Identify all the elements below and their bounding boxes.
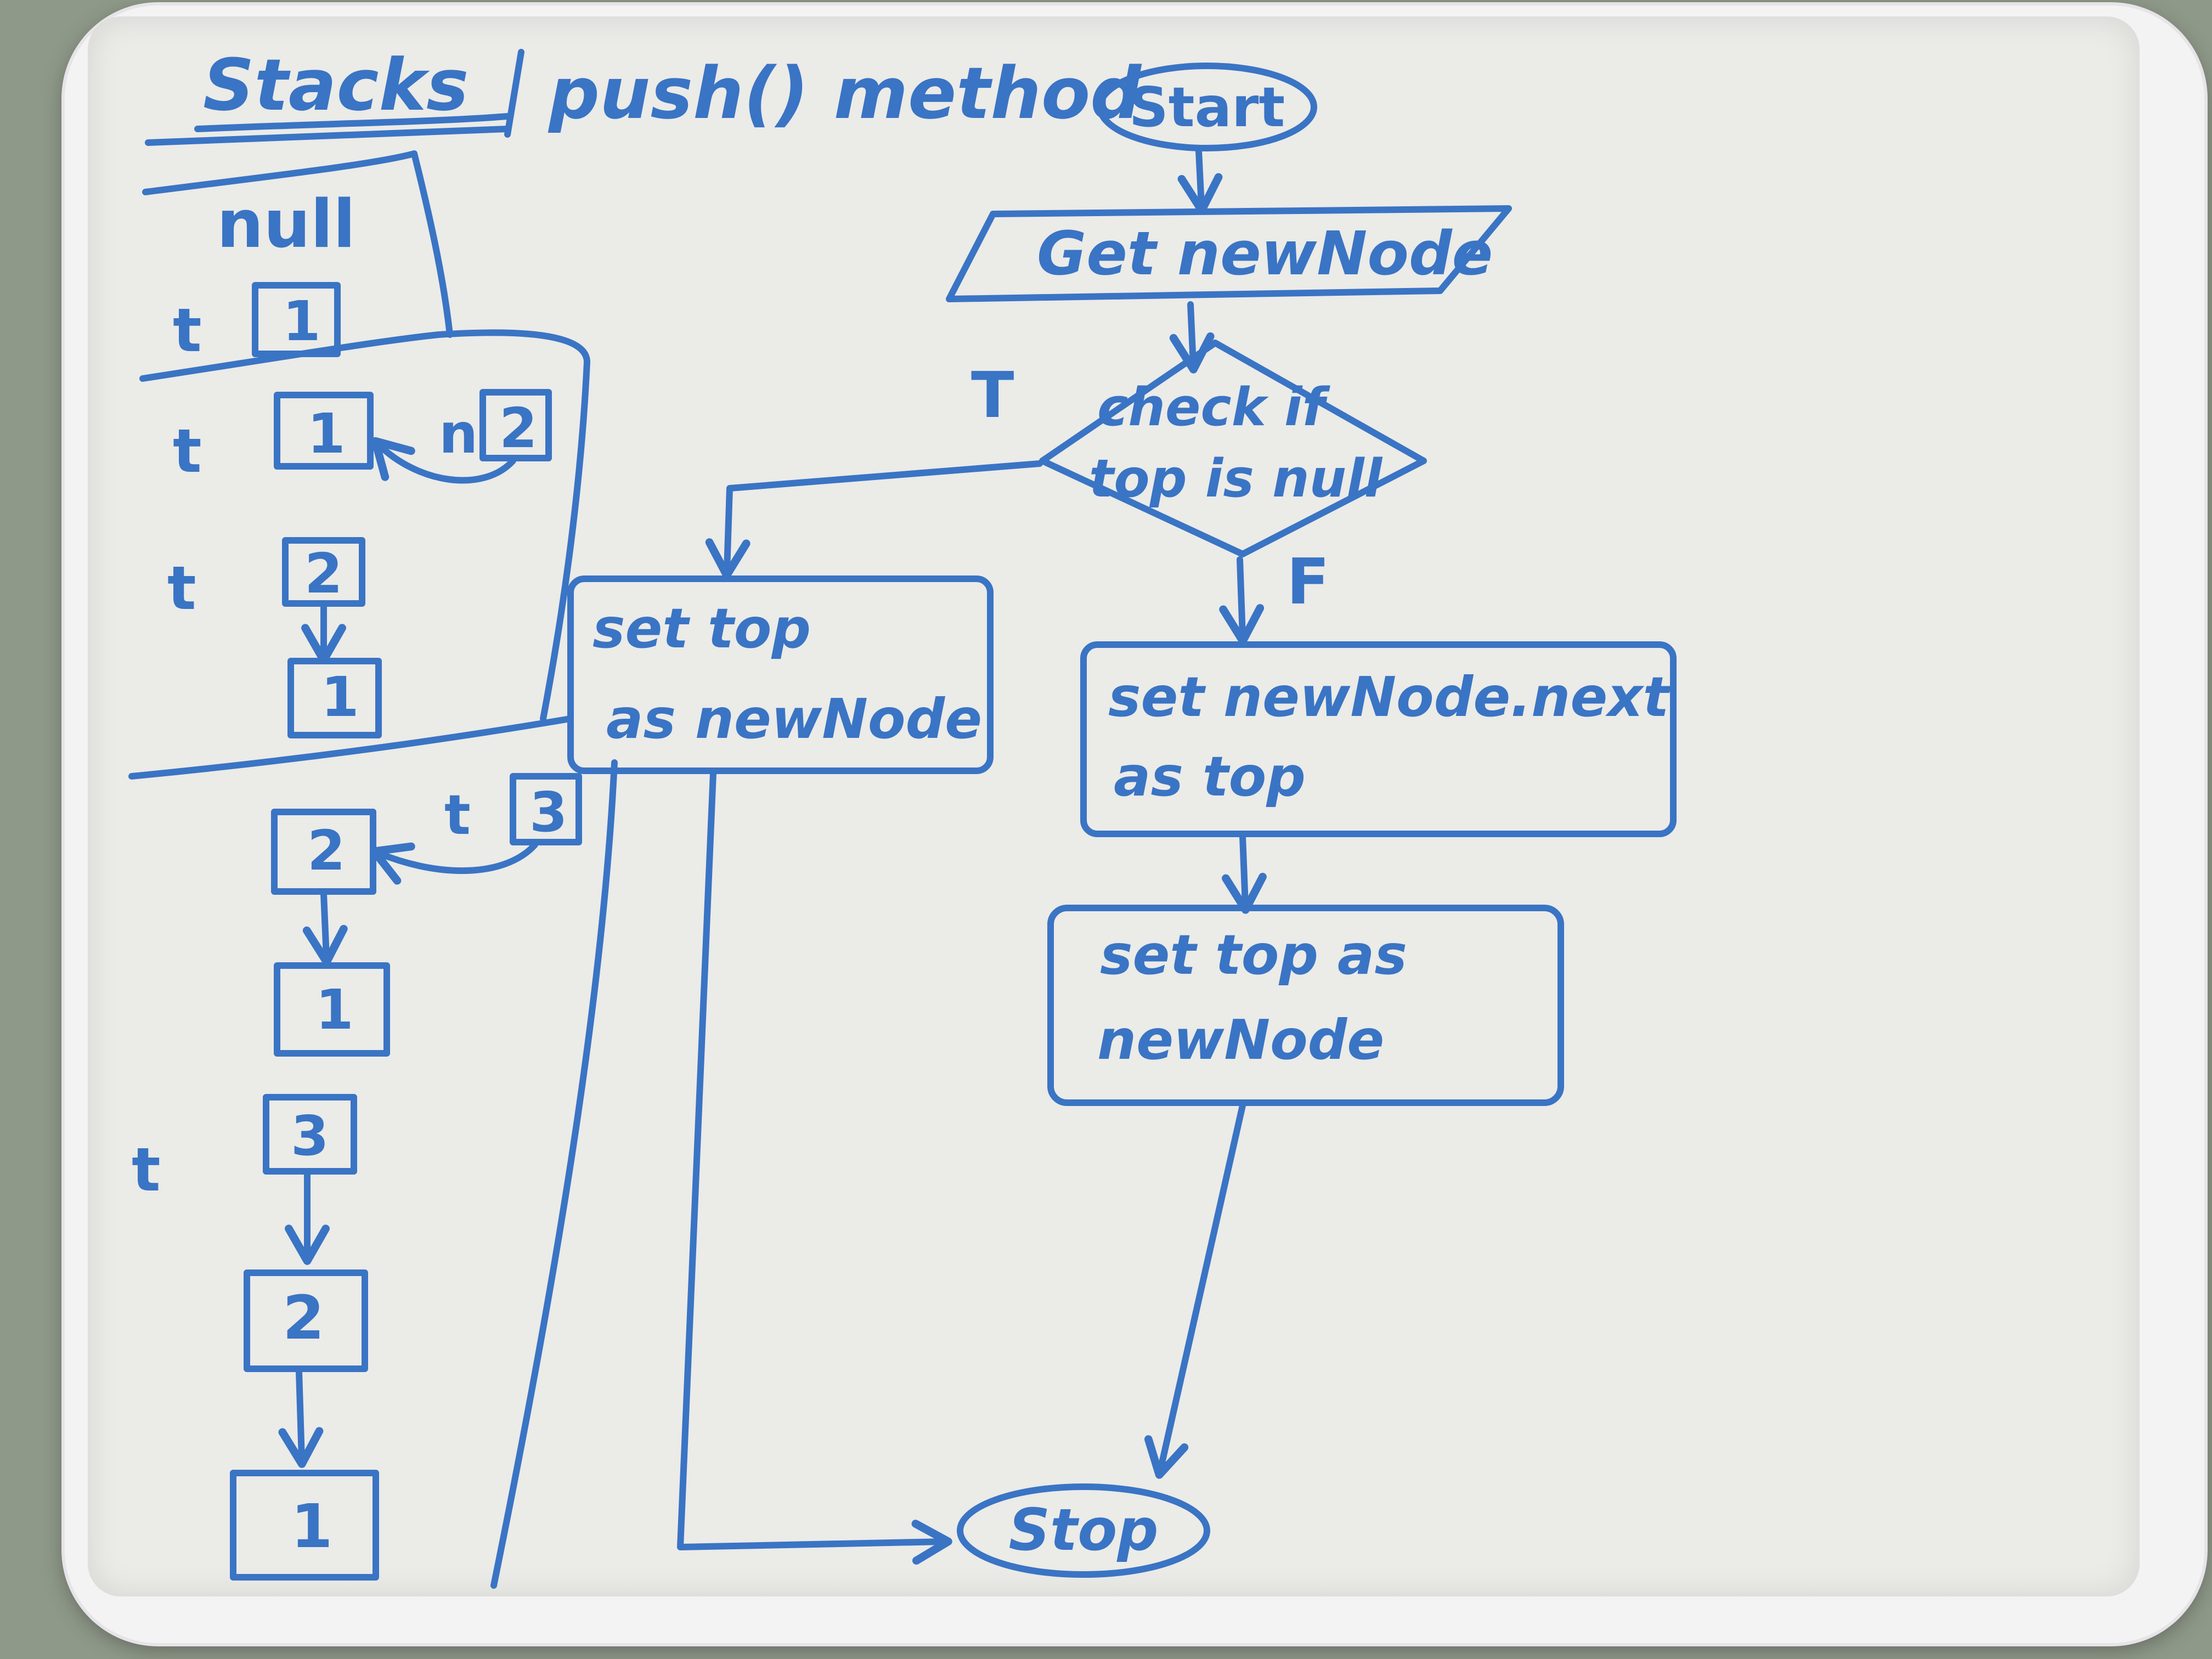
region-state1-border: [142, 150, 453, 338]
page-subtitle: push() method: [548, 52, 1142, 135]
stack-node-label: 2: [307, 819, 346, 883]
new-pointer-label: t: [444, 783, 471, 847]
stack-node-label: 1: [283, 289, 321, 353]
false-branch-label: F: [1286, 545, 1330, 619]
stack-node-box: [510, 773, 582, 845]
flowchart: Start Get newNode check if top is null T…: [567, 63, 1677, 1578]
stack-node-label: 3: [529, 780, 568, 844]
stack-node-label: 3: [291, 1104, 329, 1168]
region-line-title: [145, 126, 511, 146]
stack-node-label: 2: [499, 396, 538, 460]
stack-node-box: [252, 282, 341, 357]
stack-node-box: [244, 1269, 368, 1372]
false-action2-line1: set top as: [1100, 923, 1407, 987]
start-label: Start: [1129, 75, 1285, 139]
top-pointer-label: t: [173, 416, 202, 486]
next-link-arrow: [371, 437, 516, 484]
decision-label-line2: top is null: [1089, 449, 1383, 509]
false-action1-line2: as top: [1114, 744, 1306, 809]
input-parallelogram: [946, 205, 1512, 302]
true-action-box: [567, 575, 994, 774]
region-state4-border: [490, 759, 618, 1589]
null-label: null: [217, 187, 356, 263]
region-state3-border: [128, 715, 574, 780]
stack-state-3: t 2 1: [167, 537, 382, 738]
stack-node-label: 2: [283, 1283, 325, 1353]
flow-arrow: [1222, 833, 1267, 914]
stack-state-4: t 3 2 1: [271, 773, 582, 1057]
true-action-line2: as newNode: [606, 687, 982, 751]
stop-terminal: [957, 1483, 1210, 1578]
stack-state-5: t 3 2 1: [132, 1094, 379, 1581]
decision-label-line1: check if: [1097, 377, 1331, 438]
next-link-arrow: [302, 891, 348, 966]
title-separator: [504, 49, 524, 138]
stack-node-box: [287, 658, 382, 738]
stack-node-label: 1: [315, 978, 354, 1042]
stack-node-box: [479, 389, 552, 461]
stack-state-1: null t 1: [173, 187, 356, 365]
stack-node-label: 1: [321, 665, 359, 729]
stack-node-box: [230, 1470, 379, 1581]
stack-node-box: [274, 392, 374, 470]
stack-node-box: [263, 1094, 357, 1175]
next-link-arrow: [370, 842, 538, 885]
stack-node-label: 2: [304, 541, 343, 606]
false-action2-line2: newNode: [1097, 1008, 1384, 1072]
stop-label: Stop: [1008, 1497, 1158, 1564]
page-title: Stacks: [203, 43, 469, 127]
stack-state-2: t 1 n 2: [173, 389, 552, 486]
stack-node-label: 1: [307, 402, 346, 466]
stack-node-label: 1: [291, 1491, 333, 1561]
top-pointer-label: t: [173, 295, 202, 365]
false-branch-arrow: [1219, 556, 1265, 645]
top-pointer-label: t: [132, 1135, 161, 1205]
true-branch-label: T: [971, 359, 1014, 432]
whiteboard-surface: [88, 16, 2140, 1596]
stack-node-box: [274, 962, 390, 1057]
title-underline: [194, 113, 511, 132]
true-action-line1: set top: [592, 596, 811, 661]
title-group: Stacks push() method: [194, 43, 1142, 138]
false-action1-box: [1080, 641, 1677, 837]
false-to-stop-arrow: [1144, 1102, 1246, 1479]
flow-arrow: [1177, 148, 1223, 215]
false-action1-line1: set newNode.next: [1108, 665, 1671, 729]
true-to-stop-arrow: [677, 770, 952, 1565]
input-label: Get newNode: [1037, 218, 1493, 289]
false-action2-box: [1047, 905, 1564, 1106]
decision-diamond: [1039, 340, 1427, 557]
start-terminal: [1097, 63, 1317, 151]
next-link-arrow: [278, 1368, 324, 1468]
true-branch-arrow: [705, 460, 1043, 579]
top-pointer-label: t: [167, 553, 196, 623]
new-pointer-label: n: [439, 402, 478, 466]
